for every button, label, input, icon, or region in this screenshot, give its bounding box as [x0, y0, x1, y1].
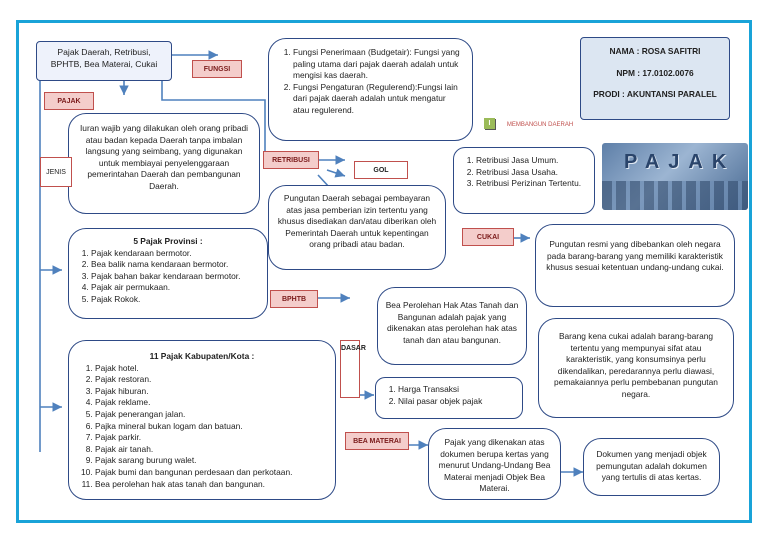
tag-retribusi: RETRIBUSI [263, 151, 319, 169]
logo-caption: MEMBANGUN DAERAH [506, 122, 574, 128]
cukai-definition-box: Pungutan resmi yang dibebankan oleh nega… [535, 224, 735, 307]
provinsi-item: Pajak bahan bakar kendaraan bermotor. [91, 271, 259, 283]
cukai-barang-box: Barang kena cukai adalah barang-barang t… [538, 318, 734, 418]
retribusi-logo: R E T R I B U S I MEMBANGUN DAERAH [484, 118, 596, 148]
provinsi-title: 5 Pajak Provinsi : [133, 236, 203, 246]
kabupaten-item: Pajak parkir. [95, 432, 327, 444]
retribusi-definition-box: Pungutan Daerah sebagai pembayaran atas … [268, 185, 446, 270]
kabupaten-item: Pajak restoran. [95, 374, 327, 386]
pajak-calculator-image: PAJAK [602, 143, 748, 210]
provinsi-item: Pajak kendaraan bermotor. [91, 248, 259, 260]
provinsi-item: Pajak air permukaan. [91, 282, 259, 294]
retribusi-gol-item: Retribusi Perizinan Tertentu. [476, 178, 586, 190]
kabupaten-item: Pajak sarang burung walet. [95, 455, 327, 467]
identity-prodi: PRODI : AKUNTANSI PARALEL [593, 89, 717, 100]
pajak-definition-box: Iuran wajib yang dilakukan oleh orang pr… [68, 113, 260, 214]
kabupaten-item: Pajak reklame. [95, 397, 327, 409]
kabupaten-item: Pajak bumi dan bangunan perdesaan dan pe… [95, 467, 327, 479]
materai-dokumen-box: Dokumen yang menjadi objek pemungutan ad… [583, 438, 720, 496]
tag-bea-materai: BEA MATERAI [345, 432, 409, 450]
bphtb-definition-box: Bea Perolehan Hak Atas Tanah dan Banguna… [377, 287, 527, 365]
dasar-item: Nilai pasar objek pajak [398, 396, 514, 408]
kabupaten-item: Pajak penerangan jalan. [95, 409, 327, 421]
pajak-provinsi-box: 5 Pajak Provinsi : Pajak kendaraan bermo… [68, 228, 268, 319]
fungsi-box: Fungsi Penerimaan (Budgetair): Fungsi ya… [268, 38, 473, 141]
tag-cukai: CUKAI [462, 228, 514, 246]
dasar-box: Harga Transaksi Nilai pasar objek pajak [375, 377, 523, 419]
tag-dasar: DASAR [340, 340, 366, 398]
retribusi-gol-item: Retribusi Jasa Usaha. [476, 167, 586, 179]
kabupaten-item: Pajka mineral bukan logam dan batuan. [95, 421, 327, 433]
materai-definition-box: Pajak yang dikenakan atas dokumen berupa… [428, 428, 561, 500]
tag-fungsi: FUNGSI [192, 60, 242, 78]
fungsi-item: Fungsi Pengaturan (Regulerend):Fungsi la… [293, 82, 462, 117]
fungsi-item: Fungsi Penerimaan (Budgetair): Fungsi ya… [293, 47, 462, 82]
kabupaten-item: Pajak air tanah. [95, 444, 327, 456]
provinsi-item: Bea balik nama kendaraan bermotor. [91, 259, 259, 271]
identity-nama: NAMA : ROSA SAFITRI [609, 46, 701, 56]
kabupaten-item: Bea perolehan hak atas tanah dan banguna… [95, 479, 327, 491]
provinsi-item: Pajak Rokok. [91, 294, 259, 306]
retribusi-gol-item: Retribusi Jasa Umum. [476, 155, 586, 167]
identity-npm: NPM : 17.0102.0076 [616, 67, 694, 78]
tag-jenis: JENIS [40, 157, 72, 187]
dasar-item: Harga Transaksi [398, 384, 514, 396]
pajak-kabupaten-box: 11 Pajak Kabupaten/Kota : Pajak hotel. P… [68, 340, 336, 500]
identity-box: NAMA : ROSA SAFITRI NPM : 17.0102.0076 P… [580, 37, 730, 120]
kabupaten-title: 11 Pajak Kabupaten/Kota : [149, 351, 255, 361]
pajak-image-text: PAJAK [624, 151, 736, 173]
retribusi-gol-box: Retribusi Jasa Umum. Retribusi Jasa Usah… [453, 147, 595, 214]
logo-letter: I [484, 118, 495, 129]
tag-gol: GOL [354, 161, 408, 179]
tag-pajak: PAJAK [44, 92, 94, 110]
tag-bphtb: BPHTB [270, 290, 318, 308]
kabupaten-item: Pajak hiburan. [95, 386, 327, 398]
main-topic-box: Pajak Daerah, Retribusi, BPHTB, Bea Mate… [36, 41, 172, 81]
kabupaten-item: Pajak hotel. [95, 363, 327, 375]
